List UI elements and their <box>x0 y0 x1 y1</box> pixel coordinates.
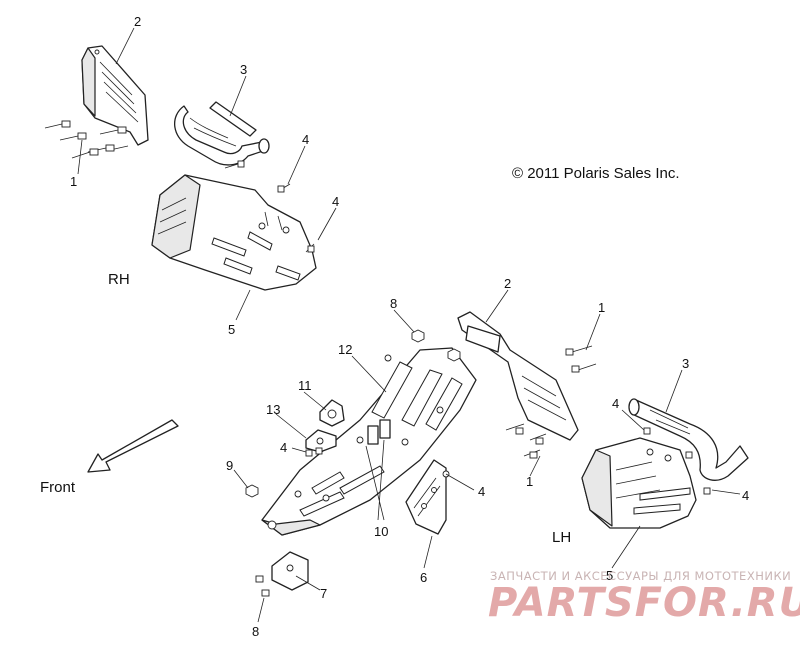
rh-heat-shield <box>151 174 317 291</box>
rh-label: RH <box>108 271 130 288</box>
callout-4-lh-c: 4 <box>742 488 749 503</box>
callout-10: 10 <box>374 524 388 539</box>
callout-8-bottom: 8 <box>252 624 259 639</box>
watermark-tagline: ЗАПЧАСТИ И АКСЕССУАРЫ ДЛЯ МОТОТЕХНИКИ <box>490 569 791 583</box>
callout-4-lh-b: 4 <box>478 484 485 499</box>
callout-numbers: 2 3 1 4 4 5 8 12 11 13 4 9 10 7 8 2 1 3 … <box>70 14 749 639</box>
callout-7: 7 <box>320 586 327 601</box>
callout-11: 11 <box>298 378 312 393</box>
callout-5-lh: 5 <box>606 568 613 583</box>
front-arrow <box>87 419 179 473</box>
callout-5-rh: 5 <box>228 322 235 337</box>
callout-4-center: 4 <box>280 440 287 455</box>
lh-heat-shield-bracket <box>457 311 579 441</box>
nut-9 <box>245 484 259 498</box>
callout-4-rh-a: 4 <box>302 132 309 147</box>
callout-4-lh-a: 4 <box>612 396 619 411</box>
callout-13: 13 <box>266 402 280 417</box>
lh-label: LH <box>552 529 571 546</box>
rh-exhaust-elbow <box>174 101 270 166</box>
callout-9: 9 <box>226 458 233 473</box>
callout-8-top: 8 <box>390 296 397 311</box>
copyright-text: © 2011 Polaris Sales Inc. <box>512 165 680 182</box>
skid-plate <box>261 347 477 536</box>
lh-exhaust-elbow <box>628 398 749 481</box>
lh-bolts <box>643 427 711 495</box>
leader-lines <box>77 27 741 623</box>
top-nut-8 <box>411 329 461 362</box>
callout-2-rh: 2 <box>134 14 141 29</box>
lh-heat-shield <box>581 437 697 529</box>
bracket-7 <box>271 551 309 591</box>
front-label: Front <box>40 479 76 496</box>
callout-4-rh-b: 4 <box>332 194 339 209</box>
callout-1-lh-a: 1 <box>598 300 605 315</box>
center-screws-4 <box>305 447 323 457</box>
bottom-bolts-8 <box>255 575 270 597</box>
callout-1-rh: 1 <box>70 174 77 189</box>
callout-6: 6 <box>420 570 427 585</box>
callout-3-rh: 3 <box>240 62 247 77</box>
callout-2-lh: 2 <box>504 276 511 291</box>
lh-screws <box>505 345 597 459</box>
grommet-13 <box>305 429 337 453</box>
callout-3-lh: 3 <box>682 356 689 371</box>
callout-1-lh-b: 1 <box>526 474 533 489</box>
callout-12: 12 <box>338 342 352 357</box>
mount-6 <box>405 459 450 535</box>
watermark-logo: PARTSFOR.RU <box>488 580 800 626</box>
bracket-11 <box>319 399 345 427</box>
rh-heat-shield-bracket <box>81 45 149 146</box>
rh-bolts <box>224 160 315 253</box>
rh-screws <box>44 120 129 159</box>
